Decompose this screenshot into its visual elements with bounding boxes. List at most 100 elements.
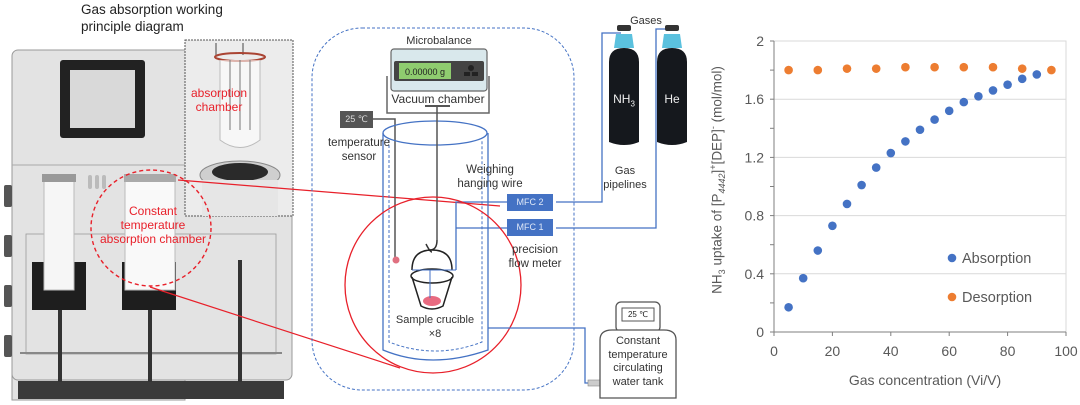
desorption-point (813, 65, 823, 75)
y-label-part: - (708, 126, 718, 130)
pipelines-line2: pipelines (603, 179, 647, 191)
y-tick-label: 0 (756, 324, 764, 340)
x-tick-label: 40 (883, 343, 899, 359)
absorption-point (842, 199, 852, 209)
absorption-point (901, 137, 910, 146)
zoom-line-top (177, 179, 501, 207)
zoom-line-bottom (149, 286, 401, 369)
x-tick-label: 60 (941, 343, 957, 359)
temp-sensor-readout: 25 ℃ (345, 114, 368, 124)
absorption-point (798, 273, 808, 283)
absorption-point (813, 246, 823, 255)
machine-label-line3: absorption chamber (99, 232, 207, 246)
legend-label-absorption: Absorption (962, 251, 1031, 267)
nh3-label: NH3 (609, 92, 639, 111)
x-tick-label: 80 (1000, 343, 1016, 359)
desorption-point (1047, 65, 1056, 75)
machine-label-line1: Constant (128, 204, 178, 218)
he-label: He (664, 92, 680, 106)
flow-meter-label: precision flow meter (495, 243, 575, 271)
x-tick-label: 0 (770, 343, 778, 359)
desorption-point (959, 62, 969, 72)
absorption-point (988, 86, 998, 95)
machine-label-line2: temperature (120, 218, 186, 232)
x-tick-label: 20 (825, 343, 841, 359)
absorption-point (1032, 70, 1042, 79)
desorption-point (901, 62, 910, 72)
water-tank (599, 301, 677, 399)
absorption-point (915, 125, 925, 135)
nh3-cylinder (609, 25, 639, 145)
desorption-point (842, 64, 852, 73)
temp-sensor-label-line1: temperature (327, 137, 390, 149)
y-tick-label: 0.8 (745, 208, 765, 224)
photo-label: absorption chamber (184, 86, 254, 114)
gases-label: Gases (630, 15, 662, 27)
absorption-point (974, 91, 983, 101)
schematic (311, 25, 687, 399)
y-tick-label: 0.4 (745, 266, 765, 282)
tank-label-line3: circulating (613, 362, 663, 374)
enclosure-dashed (311, 27, 575, 391)
absorption-point (857, 180, 866, 190)
hanging-wire-label: Weighing hanging wire (440, 163, 540, 191)
absorption-point (930, 115, 939, 124)
y-label-part: 3 (717, 269, 728, 275)
desorption-point (930, 62, 939, 72)
tank-label-line1: Constant (615, 335, 661, 347)
temp-sensor-label: temperature sensor (318, 136, 400, 164)
desorption-point (871, 64, 881, 73)
y-label-part: ] (709, 169, 725, 174)
desorption-point (1017, 64, 1027, 73)
tank-readout: 25 ℃ (627, 310, 649, 319)
desorption-point (784, 65, 793, 75)
crucible-label-line1: Sample crucible (395, 314, 475, 326)
y-tick-label: 2 (756, 33, 764, 49)
legend-label-desorption: Desorption (962, 290, 1032, 306)
instrument-body (4, 49, 293, 401)
mfc1-box: MFC 1 (507, 219, 553, 236)
absorption-point (959, 97, 969, 107)
absorption-point (1017, 74, 1027, 84)
desorption-point (988, 62, 998, 72)
tank-label-line4: water tank (612, 375, 664, 388)
absorption-point (944, 106, 954, 116)
nh3-text: NH (613, 92, 631, 106)
x-tick-label: 100 (1054, 343, 1078, 359)
nh3-subscript: 3 (630, 99, 635, 109)
balance-display (399, 63, 451, 79)
y-label-part: [DEP] (709, 129, 725, 165)
pipelines-line1: Gas (614, 165, 636, 177)
y-label-part: (mol/mol) (709, 66, 725, 127)
detail-highlight-circle (344, 196, 522, 374)
tank-label: Constant temperature circulating water t… (600, 335, 676, 389)
x-axis-label: Gas concentration (Vi/V) (848, 372, 1002, 388)
absorption-point (1003, 80, 1012, 89)
mfc2-box: MFC 2 (507, 194, 553, 211)
sample-crucible (410, 268, 454, 284)
absorption-point (828, 221, 837, 231)
absorption-point (871, 163, 881, 172)
y-label-part: + (708, 164, 718, 170)
crucible-label-line2: ×8 (428, 328, 442, 340)
y-label-part: 4442 (717, 173, 728, 194)
flow-meter-line2: flow meter (508, 258, 562, 270)
plot-area (773, 40, 1067, 333)
absorption-point (886, 148, 896, 158)
machine-chamber-label: Constant temperature absorption chamber (92, 204, 214, 246)
temp-sensor-label-line2: sensor (341, 151, 377, 163)
y-tick-label: 1.6 (745, 91, 765, 107)
y-label-part: NH (709, 274, 725, 294)
tank-label-line2: temperature (608, 348, 668, 361)
flow-meter-line1: precision (511, 244, 559, 256)
figure-title: Gas absorption working principle diagram (81, 1, 223, 35)
photo-label-line1: absorption (190, 86, 248, 100)
he-cylinder (657, 25, 687, 145)
wire-label-line1: Weighing (466, 164, 514, 176)
absorption-point (784, 302, 793, 312)
y-tick-label: 1.2 (745, 149, 765, 165)
legend-marker-desorption (947, 292, 957, 302)
balance-readout: 0.00000 g (404, 67, 446, 77)
